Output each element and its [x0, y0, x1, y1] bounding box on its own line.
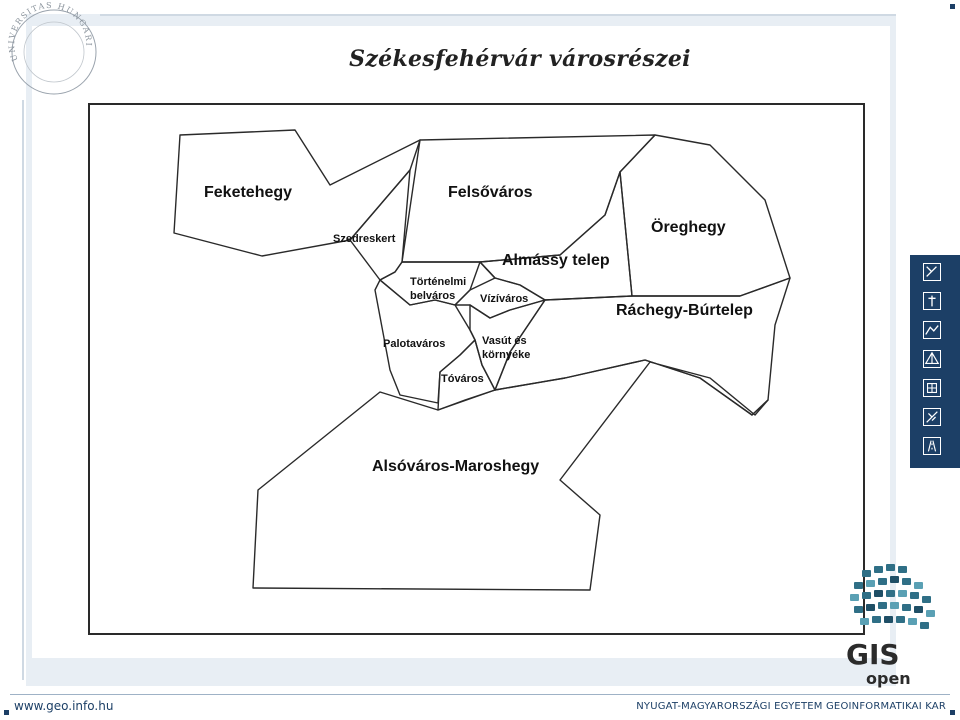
survey-icon[interactable]	[923, 263, 941, 281]
university-seal-logo: UNIVERSITAS HUNGARIAE	[4, 0, 97, 95]
district-label: Szedreskert	[333, 233, 396, 245]
logo-open-text: open	[866, 669, 911, 688]
corner-marker	[950, 4, 955, 9]
gis-open-logo: GIS open	[846, 564, 935, 688]
district-label: Történelmi belváros	[410, 276, 467, 302]
district-label: Tóváros	[441, 373, 484, 385]
terrain-icon[interactable]	[923, 321, 941, 339]
district-label: Ráchegy-Búrtelep	[616, 302, 753, 319]
level-icon[interactable]	[923, 292, 941, 310]
footer-divider	[10, 694, 950, 695]
district-label: Felsőváros	[448, 184, 533, 201]
logo-gis-text: GIS	[846, 638, 900, 671]
side-toolbar	[910, 255, 960, 468]
map-frame	[88, 103, 865, 635]
measure-icon[interactable]	[923, 408, 941, 426]
district-vasut[interactable]	[469, 299, 546, 391]
corner-marker	[4, 710, 9, 715]
district-label: Feketehegy	[204, 184, 293, 201]
building-plan-icon[interactable]	[923, 379, 941, 397]
top-divider	[100, 14, 896, 16]
corner-marker	[950, 710, 955, 715]
district-label: Vízíváros	[480, 293, 529, 305]
left-divider	[22, 100, 24, 680]
district-alsovaros[interactable]	[252, 359, 769, 591]
district-label: Palotaváros	[383, 338, 446, 350]
prism-icon[interactable]	[923, 350, 941, 368]
footer-url[interactable]: www.geo.info.hu	[14, 699, 114, 713]
map-title: Székesfehérvár városrészei	[349, 46, 691, 72]
district-oreghegy[interactable]	[619, 134, 791, 297]
district-label: Alsóváros-Maroshegy	[372, 458, 540, 475]
district-label: Vasút és környéke	[482, 335, 531, 361]
district-label: Almássy telep	[502, 252, 610, 269]
district-label: Öreghegy	[651, 219, 726, 236]
road-icon[interactable]	[923, 437, 941, 455]
footer-institution: NYUGAT-MAGYARORSZÁGI EGYETEM GEOINFORMAT…	[636, 701, 946, 712]
